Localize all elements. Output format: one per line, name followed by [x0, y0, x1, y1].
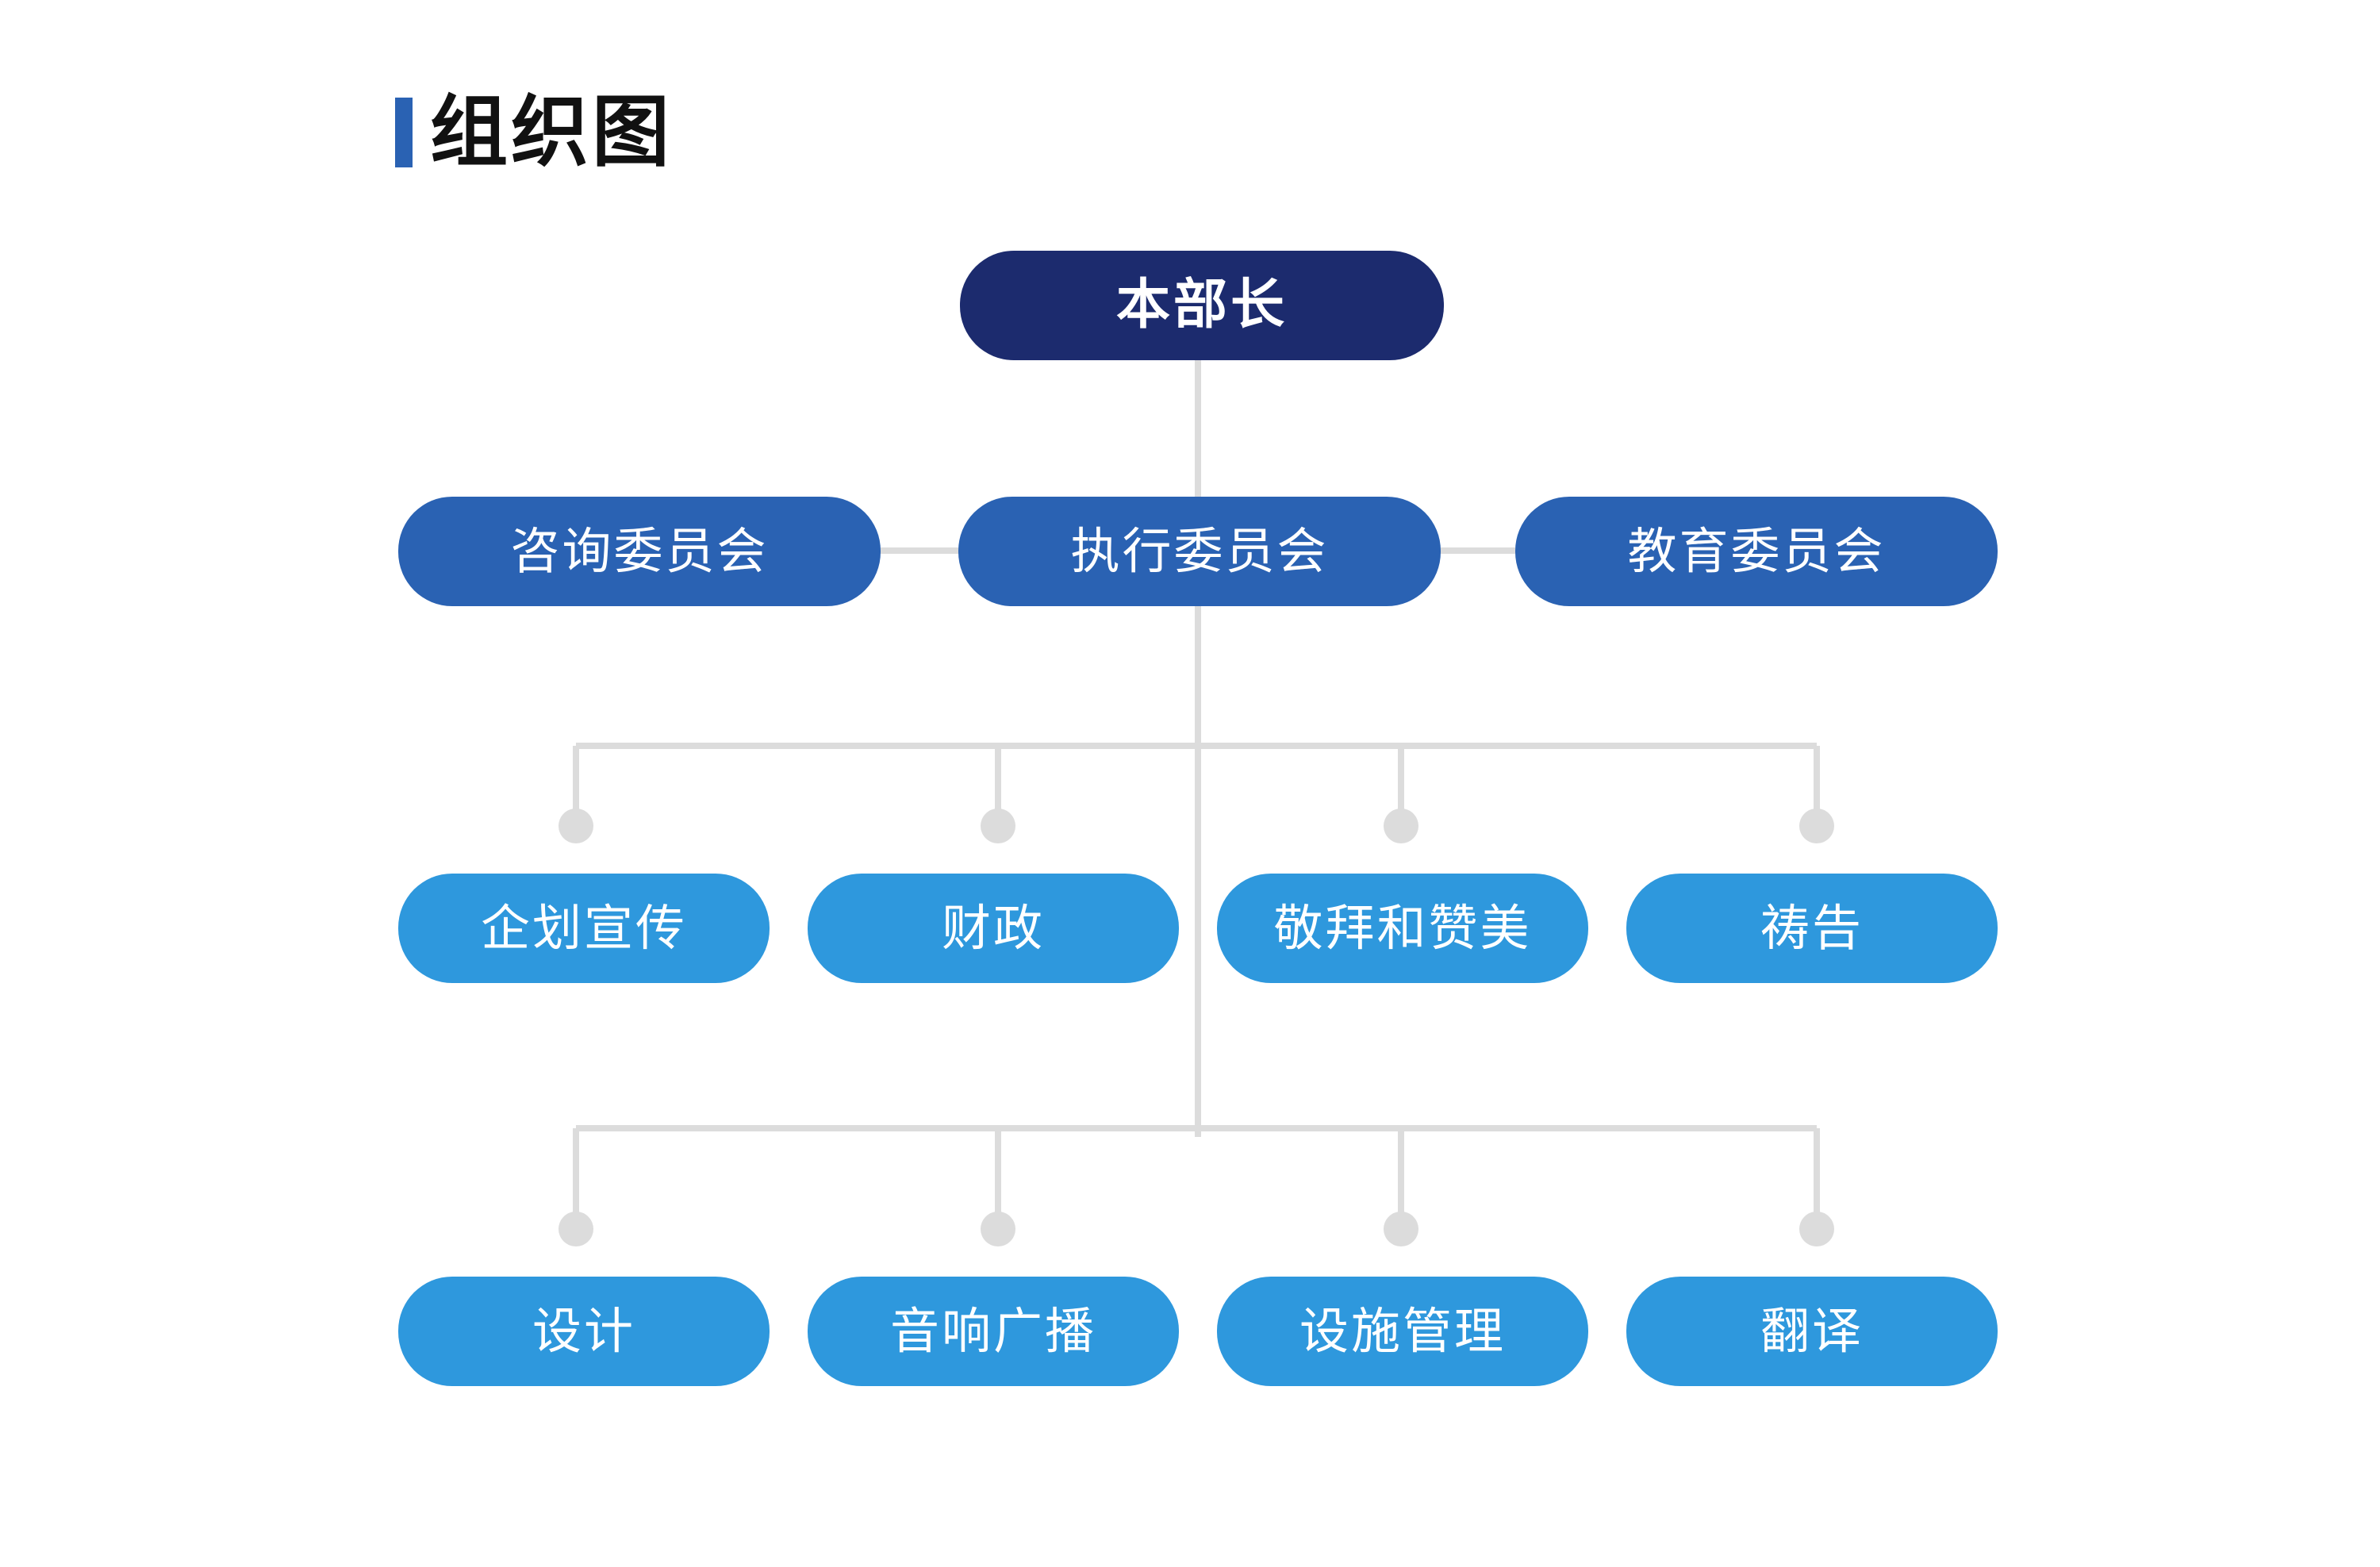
page-title: 组织图: [430, 87, 674, 178]
node-executive-committee[interactable]: 执行委员会: [958, 497, 1441, 606]
page-heading: 组织图: [395, 89, 673, 176]
node-education-committee[interactable]: 教育委员会: [1515, 497, 1998, 606]
node-department[interactable]: 设施管理: [1217, 1277, 1588, 1386]
connector-dot: [559, 1212, 593, 1246]
heading-accent-bar: [395, 98, 413, 167]
node-advisory-committee[interactable]: 咨询委员会: [398, 497, 881, 606]
connector-dot: [559, 808, 593, 843]
node-department[interactable]: 音响广播: [808, 1277, 1179, 1386]
connector-dot: [1384, 1212, 1418, 1246]
connector-dot: [1799, 808, 1834, 843]
connector-dot: [981, 808, 1015, 843]
node-department[interactable]: 祷告: [1626, 874, 1998, 983]
connector-dot: [1384, 808, 1418, 843]
connector-dot: [981, 1212, 1015, 1246]
node-department[interactable]: 敬拜和赞美: [1217, 874, 1588, 983]
node-department[interactable]: 设计: [398, 1277, 770, 1386]
node-head-director[interactable]: 本部长: [960, 251, 1444, 360]
connector-dot: [1799, 1212, 1834, 1246]
node-department[interactable]: 企划宣传: [398, 874, 770, 983]
node-department[interactable]: 翻译: [1626, 1277, 1998, 1386]
node-department[interactable]: 财政: [808, 874, 1179, 983]
